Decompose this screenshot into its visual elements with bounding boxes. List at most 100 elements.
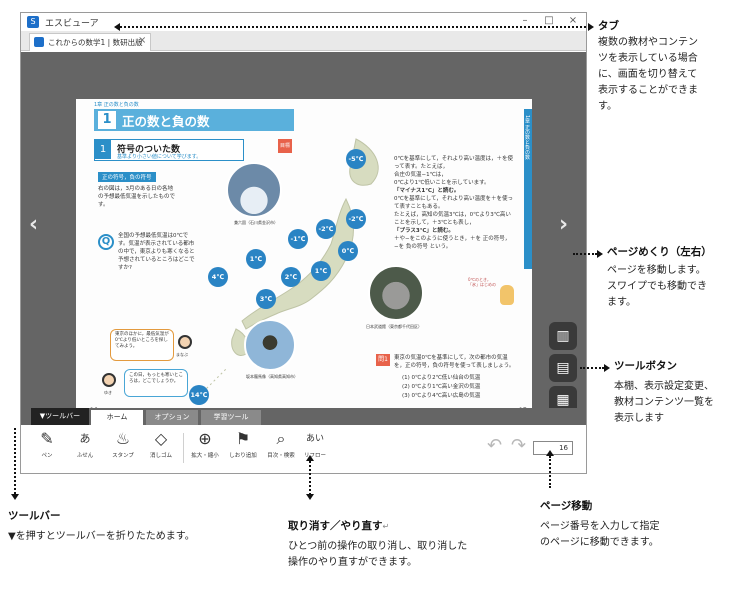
toolbar-tab-row: ▼ツールバー ホーム オプション 学習ツール xyxy=(21,408,586,425)
temp-tokyo: 0℃ xyxy=(338,241,358,261)
annotation-line: ひとつ前の操作の取り消し、取り消した xyxy=(288,541,468,552)
practice-icon: 問1 xyxy=(376,354,390,366)
annotation-line: 操作のやり直すができます。 xyxy=(288,557,417,568)
text-line: 「マイナス1℃」と読む。 xyxy=(394,188,460,194)
undo-button[interactable]: ↶ xyxy=(487,435,503,456)
chapter-header: 1 正の数と負の数 xyxy=(94,109,294,131)
student-name: ゆき xyxy=(104,390,112,395)
callout-line xyxy=(549,456,551,488)
budokan-photo xyxy=(368,265,424,321)
annotation-undo-redo: 取り消す／やり直す↵ ひとつ前の操作の取り消し、取り消した 操作のやり直すができ… xyxy=(288,518,467,571)
toolbar-toggle-button[interactable]: ▼ツールバー xyxy=(31,408,89,425)
text-line: ＋や−をこのように使うとき，＋を 正の符号，−を 負の符号 という。 xyxy=(394,236,511,250)
annotation-line: 表示することができま xyxy=(598,85,698,96)
practice-item: (1) 0℃より2℃低い仙台の気温 xyxy=(402,375,481,381)
zoom-tool[interactable]: ⊕ 拡大・縮小 xyxy=(187,427,223,469)
student-avatar xyxy=(102,373,116,387)
chapter-side-strip: 1章 正の数と負の数 xyxy=(524,109,532,269)
temp-sapporo: -5℃ xyxy=(346,149,366,169)
chapter-title: 正の数と負の数 xyxy=(122,114,210,129)
text-line: 「プラス3℃」と読む。 xyxy=(394,228,454,234)
ryoma-statue-photo xyxy=(244,319,296,371)
tab-study-tools[interactable]: 学習ツール xyxy=(201,410,261,425)
annotation-line: 表示します xyxy=(614,413,664,424)
tab-textbook[interactable]: これからの数学1 | 数研出版 × xyxy=(29,33,151,51)
annotation-title: タブ xyxy=(598,20,619,32)
bookmark-tool[interactable]: ⚑ しおり追加 xyxy=(225,427,261,469)
annotation-title: ページ移動 xyxy=(540,500,593,512)
toc-search-tool[interactable]: ⌕ 目次・検索 xyxy=(263,427,299,469)
app-logo-icon: S xyxy=(27,16,39,28)
annotation-tab: タブ 複数の教材やコンテン ツを表示している場合 に、画面を切り替えて 表示する… xyxy=(598,18,698,115)
tool-label: ふせん xyxy=(76,453,94,459)
textbook-icon xyxy=(34,37,44,47)
tab-strip: これからの数学1 | 数研出版 × xyxy=(21,31,586,51)
textbook-spread[interactable]: 1章 正の数と負の数 1 正の数と負の数 1 符号のついた数 基準より小さい値に… xyxy=(76,99,532,425)
bookshelf-button[interactable]: ▥ xyxy=(549,322,577,350)
chapter-number: 1 xyxy=(98,111,116,129)
tool-label: ペン xyxy=(41,453,53,459)
prev-page-arrow-icon[interactable]: ‹ xyxy=(29,212,39,237)
annotation-line: 複数の教材やコンテン xyxy=(598,37,698,48)
sign-label: 正の符号，負の符号 xyxy=(98,172,156,182)
student-avatar xyxy=(178,335,192,349)
tab-close-icon[interactable]: × xyxy=(138,35,147,46)
text-line: 合庄の気温−1℃は， xyxy=(394,172,447,178)
tool-label: 拡大・縮小 xyxy=(191,453,219,459)
annotation-line: ページ番号を入力して指定 xyxy=(540,521,660,532)
callout-line xyxy=(580,367,604,369)
redo-button[interactable]: ↷ xyxy=(511,435,527,456)
annotation-title: ページめくり（左右） xyxy=(607,246,712,258)
temp-kochi: 3℃ xyxy=(256,289,276,309)
eraser-icon: ◇ xyxy=(154,429,168,448)
sticky-note-icon: あ xyxy=(79,432,91,445)
page-viewer[interactable]: ‹ › 1章 正の数と負の数 1 正の数と負の数 1 符号のついた数 基準より小… xyxy=(21,52,586,425)
tool-label: リフロー xyxy=(303,453,326,459)
arrow-head xyxy=(306,455,314,461)
app-window: S エスビューア – □ × これからの数学1 | 数研出版 × ‹ › 1章 … xyxy=(20,12,587,474)
annotation-line: 本棚、表示設定変更、 xyxy=(614,381,714,392)
annotation-line: す。 xyxy=(598,101,617,112)
kenrokuen-photo xyxy=(226,162,282,218)
zoom-icon: ⊕ xyxy=(198,429,212,448)
photo-caption: 坂本龍馬像（高知県高知市） xyxy=(246,374,298,379)
reflow-tool[interactable]: あい リフロー xyxy=(297,427,333,469)
intro-text: 右の図は，3月のある日の各地の予想最低気温を示したものです。 xyxy=(98,186,176,208)
stamp-tool[interactable]: ♨ スタンプ xyxy=(105,427,141,469)
callout-line xyxy=(573,253,597,255)
tool-label: 目次・検索 xyxy=(267,453,295,459)
photo-caption: 兼六園（石川県金沢市） xyxy=(234,220,278,225)
return-mark: ↵ xyxy=(382,522,390,531)
annotation-title: ツールボタン xyxy=(614,360,677,372)
reflow-icon: あい xyxy=(305,434,324,444)
arrow-head xyxy=(604,364,610,372)
tab-home[interactable]: ホーム xyxy=(91,410,143,425)
pen-tool[interactable]: ✎ ペン xyxy=(29,427,65,469)
annotation-title-text: 取り消す／やり直す xyxy=(288,520,383,532)
annotation-line: ツを表示している場合 xyxy=(598,53,698,64)
arrow-head xyxy=(597,250,603,258)
section-subtitle: 基準より小さい値について学びます。 xyxy=(117,154,202,160)
display-settings-button[interactable]: ▤ xyxy=(549,354,577,382)
maximize-button[interactable]: □ xyxy=(544,15,554,26)
temp-naha: 14℃ xyxy=(189,385,209,405)
minimize-button[interactable]: – xyxy=(522,15,528,26)
annotation-page-move: ページ移動 ページ番号を入力して指定 のページに移動できます。 xyxy=(540,498,660,551)
tool-label: スタンプ xyxy=(112,453,134,459)
next-page-arrow-icon[interactable]: › xyxy=(559,212,569,237)
bookmark-icon: ⚑ xyxy=(235,429,251,448)
annotation-line: ▼を押すとツールバーを折りたためます。 xyxy=(8,531,195,542)
goal-tag: 目標 xyxy=(278,139,292,153)
eraser-tool[interactable]: ◇ 消しゴム xyxy=(143,427,179,469)
annotation-line: 教材コンテンツ一覧を xyxy=(614,397,714,408)
mascot-note: 0℃のとき，「氷」はじめの xyxy=(468,277,496,287)
question-icon: Q xyxy=(98,234,114,250)
search-icon: ⌕ xyxy=(276,429,286,448)
annotation-line: スワイプでも移動でき xyxy=(607,281,707,292)
sticky-note-tool[interactable]: あ ふせん xyxy=(67,427,103,469)
temp-kanazawa: 1℃ xyxy=(246,249,266,269)
chapter-caption: 1章 正の数と負の数 xyxy=(94,102,139,108)
close-button[interactable]: × xyxy=(568,15,578,26)
photo-caption: 日本武道館（東京都千代田区） xyxy=(366,324,422,329)
tab-option[interactable]: オプション xyxy=(146,410,198,425)
